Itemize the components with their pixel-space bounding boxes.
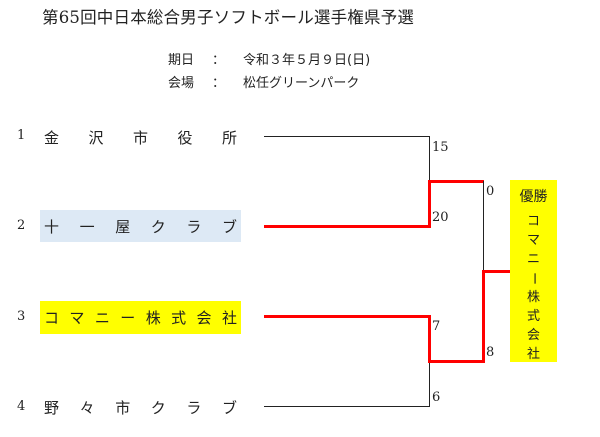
team-char: 株 bbox=[145, 309, 161, 327]
team-char: 金 bbox=[44, 128, 60, 147]
winning-line-semi2-vertical bbox=[428, 315, 431, 363]
team-entry-1: 金 沢 市 役 所 bbox=[40, 121, 241, 153]
winning-line-semi2-out bbox=[428, 360, 484, 363]
winning-line-semi1-out bbox=[428, 180, 484, 183]
team-char: ニ bbox=[94, 309, 110, 327]
team-char: ラ bbox=[186, 217, 202, 236]
score-team4: 6 bbox=[432, 390, 441, 405]
seed-number: 1 bbox=[17, 128, 26, 143]
seed-number: 4 bbox=[17, 399, 26, 414]
winner-char: 会 bbox=[526, 328, 540, 343]
team-char: 野 bbox=[44, 398, 60, 417]
team-entry-4: 野 々 市 ク ラ ブ bbox=[40, 391, 241, 423]
team-char: 社 bbox=[221, 309, 237, 327]
winner-char: ー bbox=[525, 271, 541, 286]
winner-char: コ bbox=[526, 214, 540, 229]
winner-name: コ マ ニ ー 株 式 会 社 bbox=[525, 212, 541, 364]
date-label: 期日 bbox=[168, 53, 195, 68]
team-char: ク bbox=[150, 217, 166, 236]
venue-separator: ： bbox=[212, 76, 226, 91]
bracket-line-team1 bbox=[264, 136, 430, 137]
seed-number: 2 bbox=[17, 218, 26, 233]
bracket-line-team4 bbox=[264, 406, 430, 407]
team-char: 市 bbox=[132, 128, 148, 147]
team-char: 々 bbox=[79, 398, 95, 417]
bracket-line-final-upper bbox=[483, 181, 484, 271]
team-char: ク bbox=[150, 398, 166, 417]
score-team1: 15 bbox=[432, 140, 449, 155]
score-final-top: 0 bbox=[486, 184, 495, 199]
team-char: 沢 bbox=[88, 128, 104, 147]
winning-line-final-out bbox=[482, 270, 511, 273]
team-char: 会 bbox=[196, 309, 212, 327]
team-char: 十 bbox=[44, 217, 60, 236]
team-char: マ bbox=[69, 309, 85, 327]
team-char: コ bbox=[44, 309, 60, 327]
team-char: 所 bbox=[221, 128, 237, 147]
winner-char: ニ bbox=[526, 252, 540, 267]
venue-label: 会場 bbox=[168, 76, 195, 91]
team-char: ブ bbox=[221, 398, 237, 417]
winning-line-team3 bbox=[264, 315, 431, 318]
team-char: 市 bbox=[115, 398, 131, 417]
team-char: ラ bbox=[186, 398, 202, 417]
winner-char: マ bbox=[526, 233, 540, 248]
team-entry-3: コ マ ニ ー 株 式 会 社 bbox=[40, 301, 241, 334]
score-team3: 7 bbox=[432, 319, 441, 334]
team-entry-2: 十 一 屋 ク ラ ブ bbox=[40, 210, 241, 242]
score-team2: 20 bbox=[432, 210, 449, 225]
winner-char: 式 bbox=[526, 309, 540, 324]
bracket-line-semi1-upper bbox=[429, 136, 430, 181]
seed-number: 3 bbox=[17, 309, 26, 324]
team-char: ー bbox=[120, 309, 136, 327]
score-final-bottom: 8 bbox=[486, 345, 495, 360]
team-char: 屋 bbox=[115, 217, 131, 236]
page-title: 第65回中日本総合男子ソフトボール選手権県予選 bbox=[42, 8, 415, 27]
winning-line-final-vertical bbox=[482, 270, 485, 363]
date-value: 令和３年５月９日(日) bbox=[243, 53, 371, 68]
winner-char: 社 bbox=[526, 347, 540, 362]
winner-char: 株 bbox=[526, 290, 540, 305]
date-separator: ： bbox=[212, 53, 226, 68]
team-char: ブ bbox=[221, 217, 237, 236]
bracket-line-semi2-lower bbox=[429, 362, 430, 406]
winning-line-team2 bbox=[264, 225, 431, 228]
team-char: 一 bbox=[79, 217, 95, 236]
winning-line-semi1-vertical bbox=[428, 180, 431, 228]
team-char: 役 bbox=[177, 128, 193, 147]
venue-value: 松任グリーンパーク bbox=[243, 76, 360, 91]
winner-label: 優勝 bbox=[519, 189, 548, 205]
winner-box: 優勝 コ マ ニ ー 株 式 会 社 bbox=[510, 180, 557, 362]
team-char: 式 bbox=[171, 309, 187, 327]
